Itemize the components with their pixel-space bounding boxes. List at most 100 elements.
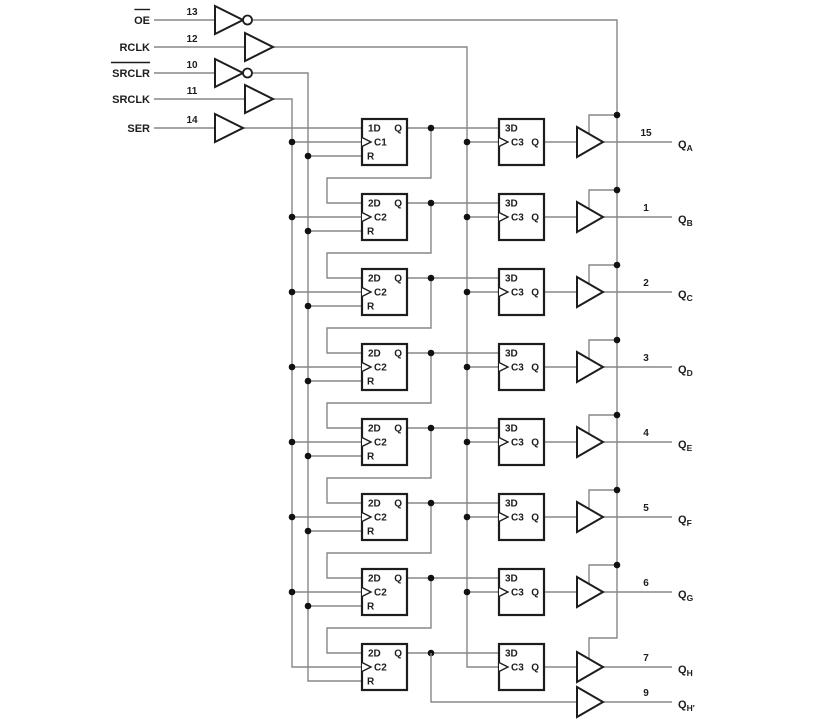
output-label-main: Q bbox=[678, 439, 687, 451]
latch-clock-label: C3 bbox=[511, 138, 524, 149]
ff-reset-label: R bbox=[367, 452, 375, 463]
stage-link-wire bbox=[326, 578, 432, 654]
latch-q-label: Q bbox=[531, 663, 539, 674]
clock-chevron-icon bbox=[361, 211, 373, 223]
junction-dot bbox=[613, 561, 621, 569]
oe-enable-tap bbox=[588, 114, 617, 134]
junction-dot bbox=[427, 124, 435, 132]
junction-dot bbox=[304, 602, 312, 610]
junction-dot bbox=[463, 438, 471, 446]
net-oe bbox=[252, 19, 618, 659]
output-label-main: Q bbox=[678, 214, 687, 226]
ff-d-label: 2D bbox=[368, 199, 381, 210]
output-label-main: Q bbox=[678, 514, 687, 526]
latch-q-label: Q bbox=[531, 513, 539, 524]
ff-clock-label: C1 bbox=[374, 138, 387, 149]
ff-d-label: 2D bbox=[368, 424, 381, 435]
ff-clock-label: C2 bbox=[374, 513, 387, 524]
output-buffer-qf bbox=[576, 500, 606, 534]
inverter-srclr bbox=[214, 57, 246, 89]
output-pin-qa: 15 bbox=[640, 128, 652, 139]
net-srclk bbox=[273, 98, 362, 668]
latch-clock-label: C3 bbox=[511, 213, 524, 224]
latch-q-label: Q bbox=[531, 288, 539, 299]
buffer-ser bbox=[214, 112, 246, 144]
output-label-sub: A bbox=[687, 143, 693, 153]
ff-reset-label: R bbox=[367, 677, 375, 688]
stage-link-wire bbox=[326, 428, 432, 504]
junction-dot bbox=[463, 138, 471, 146]
junction-dot bbox=[613, 336, 621, 344]
ff-reset-label: R bbox=[367, 152, 375, 163]
latch-d-label: 3D bbox=[505, 274, 518, 285]
output-buffer-qb bbox=[576, 200, 606, 234]
output-pin-qg: 6 bbox=[643, 578, 649, 589]
oe-enable-tap bbox=[588, 264, 617, 284]
net-srclr bbox=[252, 72, 362, 682]
input-pin-oe: 13 bbox=[186, 7, 198, 18]
ff-d-label: 2D bbox=[368, 574, 381, 585]
junction-dot bbox=[427, 274, 435, 282]
latch-clock-label: C3 bbox=[511, 588, 524, 599]
latch-q-label: Q bbox=[531, 138, 539, 149]
junction-dot bbox=[463, 513, 471, 521]
ff-q-label: Q bbox=[394, 649, 402, 660]
output-buffer-qa bbox=[576, 125, 606, 159]
output-pin-qd: 3 bbox=[643, 353, 649, 364]
ff-reset-label: R bbox=[367, 227, 375, 238]
junction-dot bbox=[288, 363, 296, 371]
clock-chevron-icon bbox=[498, 661, 510, 673]
oe-enable-tap bbox=[588, 564, 617, 584]
output-label-main: Q bbox=[678, 664, 687, 676]
qh-prime-wire bbox=[430, 653, 577, 703]
input-pin-rclk: 12 bbox=[186, 34, 198, 45]
output-label-sub: D bbox=[687, 368, 693, 378]
junction-dot bbox=[613, 261, 621, 269]
latch-d-label: 3D bbox=[505, 649, 518, 660]
junction-dot bbox=[463, 213, 471, 221]
ff-q-label: Q bbox=[394, 424, 402, 435]
junction-dot bbox=[613, 111, 621, 119]
output-label-main: Q bbox=[678, 289, 687, 301]
junction-dot bbox=[304, 527, 312, 535]
input-pin-ser: 14 bbox=[186, 115, 198, 126]
output-label-sub: C bbox=[687, 293, 693, 303]
ff-q-label: Q bbox=[394, 124, 402, 135]
junction-dot bbox=[288, 513, 296, 521]
output-pin-qe: 4 bbox=[643, 428, 649, 439]
oe-enable-tap bbox=[588, 189, 617, 209]
latch-q-label: Q bbox=[531, 213, 539, 224]
latch-clock-label: C3 bbox=[511, 513, 524, 524]
latch-d-label: 3D bbox=[505, 424, 518, 435]
clock-chevron-icon bbox=[498, 436, 510, 448]
clock-chevron-icon bbox=[498, 361, 510, 373]
ff-q-label: Q bbox=[394, 274, 402, 285]
stage-link-wire bbox=[326, 203, 432, 279]
ff-clock-label: C2 bbox=[374, 213, 387, 224]
ff-clock-label: C2 bbox=[374, 288, 387, 299]
output-label-qb: QB bbox=[678, 214, 693, 228]
junction-dot bbox=[427, 424, 435, 432]
latch-d-label: 3D bbox=[505, 499, 518, 510]
output-pin-qh: 7 bbox=[643, 653, 649, 664]
net-rclk bbox=[273, 46, 499, 668]
input-label-rclk: RCLK bbox=[119, 42, 150, 54]
output-label-qa: QA bbox=[678, 139, 693, 153]
input-label-ser: SER bbox=[127, 123, 150, 135]
oe-enable-tap bbox=[588, 414, 617, 434]
inverter-bubble-icon bbox=[242, 14, 253, 26]
input-label-srclk: SRCLK bbox=[112, 94, 150, 106]
junction-dot bbox=[427, 574, 435, 582]
junction-dot bbox=[304, 377, 312, 385]
output-pin-qf: 5 bbox=[643, 503, 649, 514]
ff-reset-label: R bbox=[367, 602, 375, 613]
inverter-oe bbox=[214, 4, 246, 36]
junction-dot bbox=[304, 302, 312, 310]
ff-clock-label: C2 bbox=[374, 438, 387, 449]
input-pin-srclr: 10 bbox=[186, 60, 198, 71]
stage-link-wire bbox=[326, 503, 432, 579]
clock-chevron-icon bbox=[498, 286, 510, 298]
junction-dot bbox=[304, 152, 312, 160]
